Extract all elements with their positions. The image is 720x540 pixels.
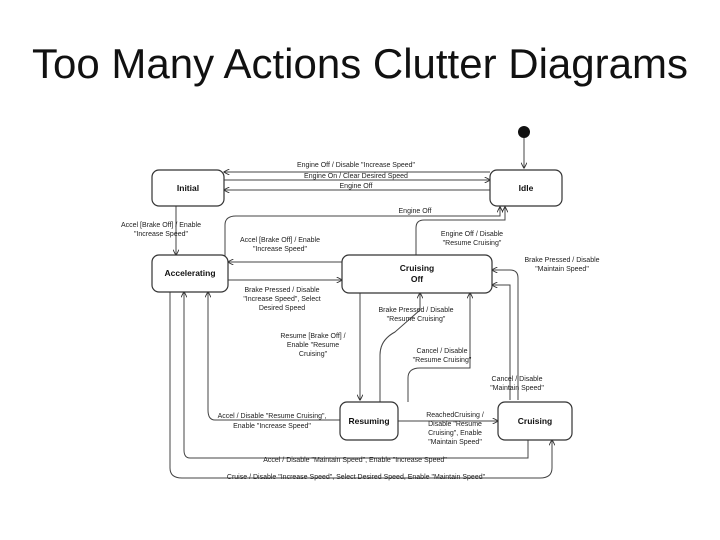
edge-label-cancel-maintain-2: "Maintain Speed" bbox=[490, 385, 544, 392]
edge-label-engine-off-disable: Engine Off / Disable "Increase Speed" bbox=[297, 162, 416, 169]
edge-label-accel-cruisingoff-1: Accel [Brake Off] / Enable bbox=[240, 237, 320, 244]
state-cruising-label: Cruising bbox=[518, 416, 552, 426]
state-initial-label: Initial bbox=[177, 183, 199, 193]
edge-label-engine-on: Engine On / Clear Desired Speed bbox=[304, 173, 408, 180]
edge-label-cancel-resume-2: "Resume Cruising" bbox=[413, 357, 472, 364]
state-cruising-off bbox=[341, 254, 493, 294]
state-idle bbox=[489, 169, 563, 207]
edge-label-brake-increase-3: Desired Speed bbox=[259, 305, 305, 312]
state-cruising-off-label-1: Cruising bbox=[400, 263, 434, 273]
edge-label-engine-off-disable-resume-1: Engine Off / Disable bbox=[441, 231, 503, 238]
edge-label-accel-initial-1: Accel [Brake Off] / Enable bbox=[121, 222, 201, 229]
edge-label-reached-cruising-4: "Maintain Speed" bbox=[428, 439, 482, 446]
edge-label-accel-initial-2: "Increase Speed" bbox=[134, 231, 189, 238]
state-accelerating-label: Accelerating bbox=[164, 268, 215, 278]
edge-cruising-cruisingoff-cancel bbox=[492, 285, 511, 400]
edge-label-cancel-maintain-1: Cancel / Disable bbox=[492, 376, 543, 383]
state-resuming bbox=[339, 401, 399, 441]
edge-label-brake-increase-1: Brake Pressed / Disable bbox=[244, 287, 319, 294]
edge-label-brake-increase-2: "Increase Speed", Select bbox=[243, 296, 320, 303]
edge-label-brake-maintain-1: Brake Pressed / Disable bbox=[524, 257, 599, 264]
state-cruising bbox=[497, 401, 573, 441]
state-cruising-off-label-2: Off bbox=[411, 274, 423, 284]
state-accelerating bbox=[151, 254, 229, 293]
edge-label-accel-resuming-1: Accel / Disable "Resume Cruising", bbox=[218, 413, 327, 420]
edge-label-brake-resume-2: "Resume Cruising" bbox=[387, 316, 446, 323]
edge-label-cruise: Cruise / Disable "Increase Speed", Selec… bbox=[227, 474, 486, 481]
edge-label-accel-maintain: Accel / Disable "Maintain Speed", Enable… bbox=[263, 457, 447, 464]
edge-label-reached-cruising-3: Cruising", Enable bbox=[428, 430, 482, 437]
state-resuming-label: Resuming bbox=[348, 416, 389, 426]
edge-label-cancel-resume-1: Cancel / Disable bbox=[417, 348, 468, 355]
edge-label-engine-off-disable-resume-2: "Resume Cruising" bbox=[443, 240, 502, 247]
edge-cruisingoff-idle bbox=[415, 207, 505, 255]
edge-label-brake-maintain-2: "Maintain Speed" bbox=[535, 266, 589, 273]
initial-pseudostate-dot bbox=[518, 126, 530, 138]
edge-label-reached-cruising-1: ReachedCruising / bbox=[426, 412, 484, 419]
edge-accelerating-cruising bbox=[169, 292, 552, 479]
edge-cruising-cruisingoff-brake bbox=[492, 270, 519, 400]
edge-label-reached-cruising-2: Disable "Resume bbox=[428, 421, 482, 428]
edge-label-brake-resume-1: Brake Pressed / Disable bbox=[378, 307, 453, 314]
state-initial bbox=[151, 169, 225, 207]
edge-label-engine-off-1: Engine Off bbox=[340, 183, 373, 190]
edge-label-resume-2: Enable "Resume bbox=[287, 342, 339, 349]
edge-label-resume-3: Cruising" bbox=[299, 351, 328, 358]
edge-cruising-accelerating bbox=[184, 292, 529, 459]
edge-label-accel-cruisingoff-2: "Increase Speed" bbox=[253, 246, 308, 253]
edge-resuming-cruisingoff-brake bbox=[379, 293, 420, 402]
state-idle-label: Idle bbox=[519, 183, 534, 193]
edge-label-resume-1: Resume [Brake Off] / bbox=[280, 333, 345, 340]
edge-accelerating-idle bbox=[224, 207, 500, 258]
edge-label-engine-off-2: Engine Off bbox=[399, 208, 432, 215]
edge-resuming-cruisingoff-cancel bbox=[407, 293, 470, 402]
slide-title: Too Many Actions Clutter Diagrams bbox=[32, 40, 688, 87]
edge-label-accel-resuming-2: Enable "Increase Speed" bbox=[233, 423, 311, 430]
edge-resuming-accelerating bbox=[208, 292, 340, 421]
